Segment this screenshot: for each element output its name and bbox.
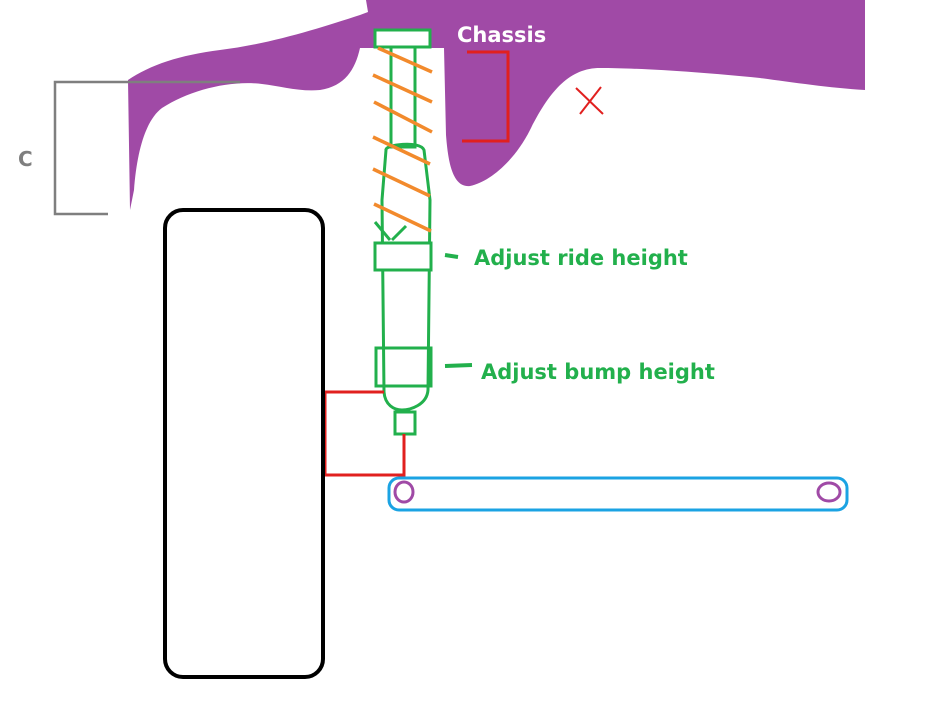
- bump-height-label: Adjust bump height: [481, 360, 715, 384]
- shock-shaft: [389, 45, 417, 149]
- shock-top-mount: [373, 28, 432, 49]
- bump-distance-bracket: [462, 50, 510, 143]
- dimension-c-label: C: [18, 147, 33, 171]
- x-icon: [575, 86, 604, 115]
- shock-bottom-eye: [393, 410, 417, 436]
- coilover-shock: [373, 28, 433, 436]
- chassis-label: Chassis: [457, 23, 546, 47]
- ride-height-pointer: [444, 253, 459, 259]
- shock-body: [380, 142, 432, 412]
- control-arm: [387, 476, 849, 512]
- coil-spring: [372, 46, 433, 233]
- chassis-body: [128, 0, 865, 210]
- bump-height-collar: [374, 346, 433, 388]
- ride-height-collar: [373, 241, 433, 272]
- outer-pivot: [816, 481, 842, 503]
- ride-height-label: Adjust ride height: [474, 246, 688, 270]
- inner-pivot: [393, 480, 415, 504]
- bump-height-pointer: [444, 363, 473, 368]
- dimension-c-bracket: [53, 80, 240, 216]
- wheel: [163, 208, 325, 679]
- upright-bracket: [323, 390, 406, 477]
